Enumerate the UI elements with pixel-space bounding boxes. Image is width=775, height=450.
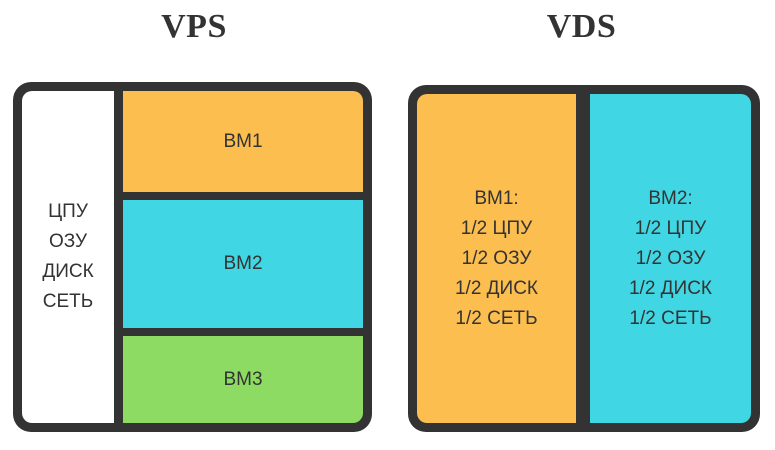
vps-server-container: ЦПУ ОЗУ ДИСК СЕТЬ ВМ1 ВМ2 ВМ3 xyxy=(13,82,372,432)
vds-vm-label-1: ВМ1: xyxy=(474,187,519,209)
vds-vm2-spec-disk: 1/2 ДИСК xyxy=(628,277,712,299)
vds-vm-spec-stack-2: ВМ2: 1/2 ЦПУ 1/2 ОЗУ 1/2 ДИСК 1/2 СЕТЬ xyxy=(590,184,751,334)
vps-vm-block-2: ВМ2 xyxy=(123,200,363,328)
vds-vm-label-2: ВМ2: xyxy=(648,187,693,209)
panel-vps-title: VPS xyxy=(161,8,227,45)
vps-vm-label-2: ВМ2 xyxy=(223,253,263,274)
vds-vm1-spec-cpu: 1/2 ЦПУ xyxy=(460,217,533,239)
vds-vm2-spec-network: 1/2 СЕТЬ xyxy=(629,307,712,329)
vds-vm1-spec-disk: 1/2 ДИСК xyxy=(454,277,538,299)
vps-vm-block-1: ВМ1 xyxy=(123,91,363,192)
vds-vm-block-2: ВМ2: 1/2 ЦПУ 1/2 ОЗУ 1/2 ДИСК 1/2 СЕТЬ xyxy=(590,94,751,423)
vds-server-container: ВМ1: 1/2 ЦПУ 1/2 ОЗУ 1/2 ДИСК 1/2 СЕТЬ В… xyxy=(408,85,760,432)
host-resource-disk: ДИСК xyxy=(42,261,94,282)
vds-vm1-spec-ram: 1/2 ОЗУ xyxy=(461,247,532,269)
vps-host-resources-column: ЦПУ ОЗУ ДИСК СЕТЬ xyxy=(22,91,114,423)
vps-vm-label-3: ВМ3 xyxy=(223,368,263,390)
vds-vm-spec-stack-1: ВМ1: 1/2 ЦПУ 1/2 ОЗУ 1/2 ДИСК 1/2 СЕТЬ xyxy=(417,184,576,334)
panel-vps: VPS ЦПУ ОЗУ ДИСК СЕТЬ ВМ1 ВМ2 ВМ3 xyxy=(13,8,372,432)
host-resource-ram: ОЗУ xyxy=(48,231,88,252)
vps-vm-block-3: ВМ3 xyxy=(123,336,363,423)
panel-vds: VDS ВМ1: 1/2 ЦПУ 1/2 ОЗУ 1/2 ДИСК 1/2 СЕ… xyxy=(388,0,775,450)
vds-vm1-spec-network: 1/2 СЕТЬ xyxy=(455,307,538,329)
vds-vm-block-1: ВМ1: 1/2 ЦПУ 1/2 ОЗУ 1/2 ДИСК 1/2 СЕТЬ xyxy=(417,94,576,423)
vps-vm-label-1: ВМ1 xyxy=(223,130,263,152)
vds-vm2-spec-ram: 1/2 ОЗУ xyxy=(635,247,706,269)
panel-vds-title: VDS xyxy=(546,8,617,45)
host-resource-network: СЕТЬ xyxy=(42,291,94,312)
vds-vm2-spec-cpu: 1/2 ЦПУ xyxy=(634,217,707,239)
host-resource-cpu: ЦПУ xyxy=(48,201,88,222)
